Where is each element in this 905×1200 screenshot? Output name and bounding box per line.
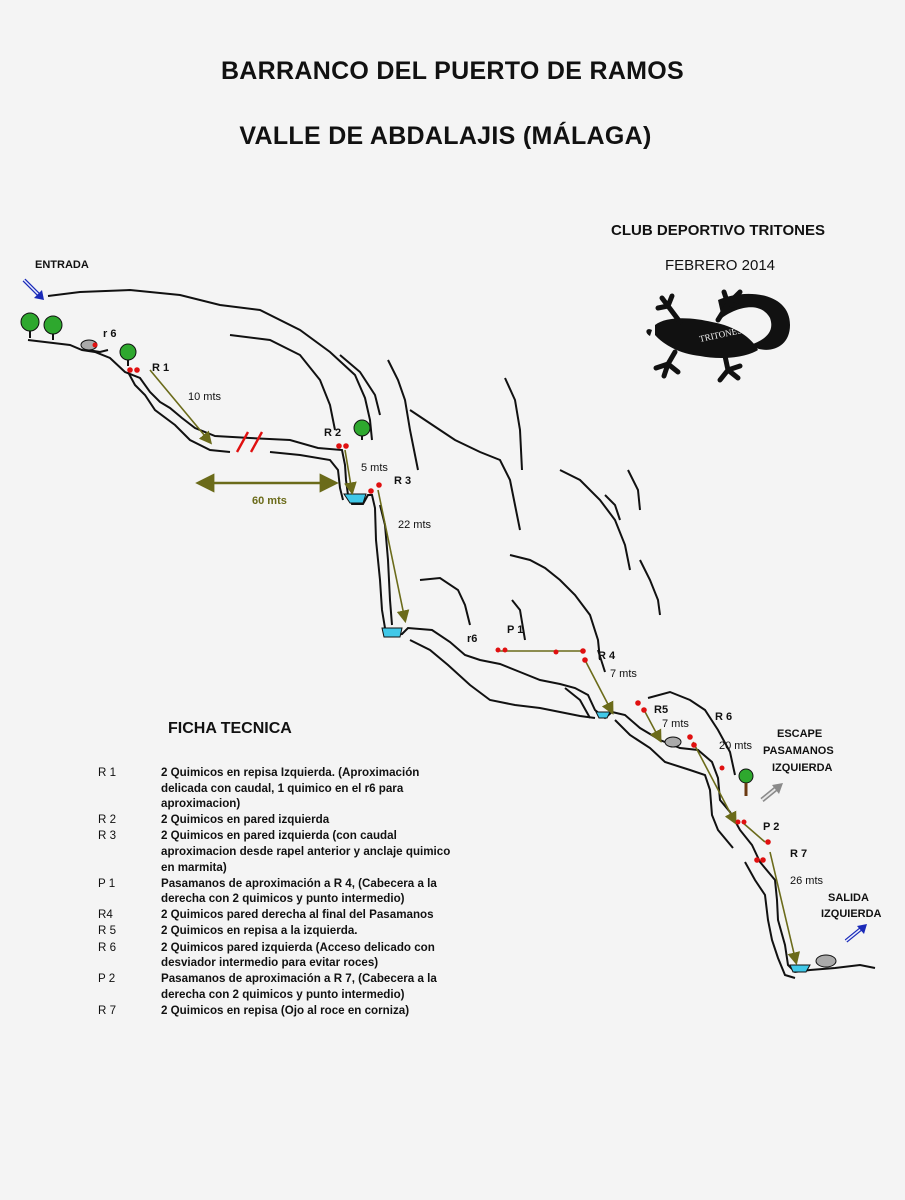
rope-r4 xyxy=(585,661,614,715)
label-r2: R 2 xyxy=(324,427,341,439)
label-r1: R 1 xyxy=(152,362,169,374)
rope-r6 xyxy=(692,741,737,825)
label-r6-lower: R 6 xyxy=(715,711,732,723)
escape-arrow-icon xyxy=(760,783,783,802)
rope-r5 xyxy=(642,707,662,743)
ficha-code: P 1 xyxy=(98,876,116,890)
ficha-desc: Pasamanos de aproximación a R 7, (Cabece… xyxy=(161,972,437,1001)
tree-icon xyxy=(738,768,754,796)
anchors xyxy=(92,342,771,863)
ficha-desc: 2 Quimicos pared derecha al final del Pa… xyxy=(161,908,434,922)
ficha-row: R 3 2 Quimicos en pared izquierda (con ca… xyxy=(98,828,498,875)
ficha-row: R 5 2 Quimicos en repisa a la izquierda. xyxy=(98,923,498,939)
label-dist-60: 60 mts xyxy=(252,495,287,507)
label-dist-r2: 5 mts xyxy=(361,462,388,474)
label-dist-r1: 10 mts xyxy=(188,391,222,403)
label-dist-r7: 26 mts xyxy=(790,875,824,887)
label-salida-2: IZQUIERDA xyxy=(821,908,882,920)
tree-icon xyxy=(119,343,137,366)
ficha-row: R 2 2 Quimicos en pared izquierda xyxy=(98,812,498,828)
trees xyxy=(20,312,754,796)
label-p1: P 1 xyxy=(507,624,523,636)
map-labels: ENTRADA r 6 R 1 10 mts 60 mts R 2 5 mts … xyxy=(35,259,882,920)
ficha-code: R4 xyxy=(98,908,113,922)
label-escape-2: PASAMANOS xyxy=(763,745,834,757)
label-r6-upper: r 6 xyxy=(103,328,116,340)
canyon-profile xyxy=(27,288,876,979)
label-dist-r3: 22 mts xyxy=(398,519,432,531)
label-escape-3: IZQUIERDA xyxy=(772,762,833,774)
exit-arrow-icon xyxy=(844,924,867,943)
label-p2: P 2 xyxy=(763,821,779,833)
ficha-row: R 6 2 Quimicos pared izquierda (Acceso de… xyxy=(98,940,498,971)
ficha-desc: 2 Quimicos en repisa (Ojo al roce en cor… xyxy=(161,1003,410,1017)
tree-icon xyxy=(20,312,40,338)
label-dist-r6: 20 mts xyxy=(719,740,753,752)
label-r4: R 4 xyxy=(598,650,616,662)
ficha-desc: 2 Quimicos en repisa Izquierda. (Aproxim… xyxy=(161,766,420,811)
ficha-code: R 6 xyxy=(98,940,117,954)
rope-r1 xyxy=(149,369,213,445)
rope-r2 xyxy=(344,449,357,496)
title-line-2: VALLE DE ABDALAJIS (MÁLAGA) xyxy=(239,122,652,150)
label-salida-1: SALIDA xyxy=(828,892,869,904)
rocks xyxy=(80,339,837,968)
ficha-desc: 2 Quimicos en pared izquierda xyxy=(161,813,330,827)
label-escape-1: ESCAPE xyxy=(777,728,822,740)
ficha-code: R 7 xyxy=(98,1003,117,1017)
rope-r7 xyxy=(769,851,801,966)
ficha-tecnica-list: R 1 2 Quimicos en repisa Izquierda. (Apro… xyxy=(98,765,498,1019)
label-r5: R5 xyxy=(654,704,668,716)
ficha-row: R4 2 Quimicos pared derecha al final del … xyxy=(98,907,498,923)
ficha-desc: Pasamanos de aproximación a R 4, (Cabece… xyxy=(161,876,437,906)
ficha-row: P 2 Pasamanos de aproximación a R 7, (Cab… xyxy=(98,971,498,1002)
tree-icon xyxy=(353,419,371,440)
date-label: FEBRERO 2014 xyxy=(664,257,776,274)
break-mark xyxy=(235,431,264,453)
rope-r3 xyxy=(377,489,410,624)
club-name: CLUB DEPORTIVO TRITONES xyxy=(611,222,825,239)
title-line-1: BARRANCO DEL PUERTO DE RAMOS xyxy=(220,57,685,85)
ficha-code: R 2 xyxy=(98,813,117,827)
ficha-code: R 3 xyxy=(98,829,117,843)
rope-lines xyxy=(149,369,801,966)
ficha-desc: 2 Quimicos pared izquierda (Acceso delic… xyxy=(161,940,435,970)
ficha-tecnica-title: FICHA TECNICA xyxy=(168,720,292,737)
label-r6-mid: r6 xyxy=(467,633,477,645)
label-r7: R 7 xyxy=(790,848,807,860)
label-entrada: ENTRADA xyxy=(35,259,89,271)
entry-arrow-icon xyxy=(22,278,44,300)
ficha-code: R 1 xyxy=(98,766,117,779)
gecko-logo-icon: TRITONES xyxy=(646,289,790,383)
ficha-row: P 1 Pasamanos de aproximación a R 4, (Cab… xyxy=(98,876,498,907)
label-r3: R 3 xyxy=(394,475,411,487)
ficha-desc: 2 Quimicos en pared izquierda (con cauda… xyxy=(161,829,451,874)
ficha-row: R 7 2 Quimicos en repisa (Ojo al roce en … xyxy=(98,1003,498,1019)
label-dist-r4: 7 mts xyxy=(610,668,637,680)
handline-p2 xyxy=(741,821,766,843)
ficha-code: P 2 xyxy=(98,972,116,986)
tree-icon xyxy=(43,315,63,340)
label-dist-r5: 7 mts xyxy=(662,718,689,730)
ficha-row: R 1 2 Quimicos en repisa Izquierda. (Apro… xyxy=(98,765,498,812)
ficha-code: R 5 xyxy=(98,924,117,938)
ficha-desc: 2 Quimicos en repisa a la izquierda. xyxy=(161,924,358,938)
